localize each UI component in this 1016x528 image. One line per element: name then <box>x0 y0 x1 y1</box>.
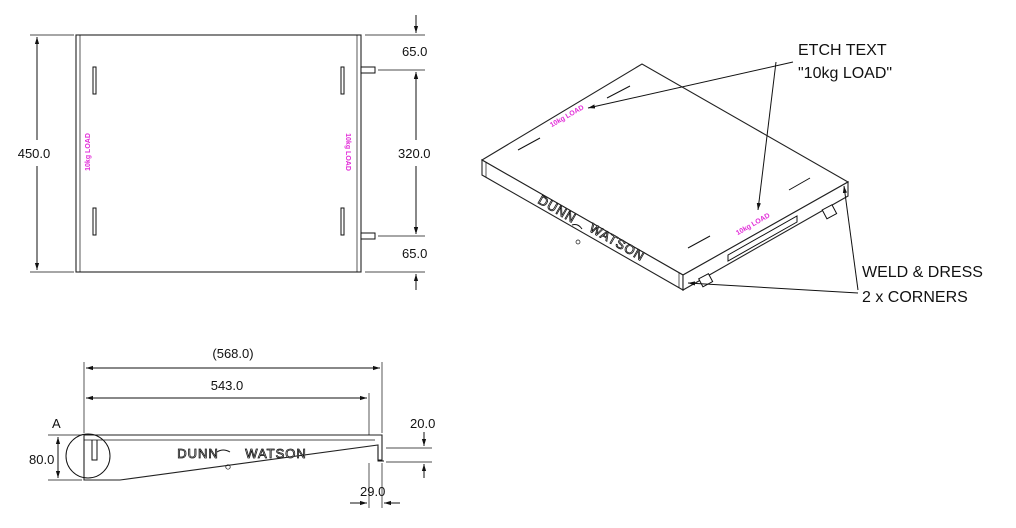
dim-450: 450.0 <box>18 146 51 161</box>
iso-slot-2 <box>606 85 631 99</box>
leader-etch-top <box>587 61 794 109</box>
plan-slot-bl <box>92 207 97 236</box>
iso-brand-swoosh <box>571 224 583 230</box>
plan-pin-top <box>360 66 376 74</box>
side-lip <box>377 447 384 462</box>
plan-slot-br <box>340 207 345 236</box>
side-brand-right: WATSON <box>245 446 307 461</box>
iso-pin-right <box>821 204 838 220</box>
iso-slot-1 <box>517 137 541 151</box>
dim-65-top: 65.0 <box>402 44 427 59</box>
plan-outline <box>75 34 362 273</box>
note-etch-line2: "10kg LOAD" <box>798 65 892 82</box>
dim-543: 543.0 <box>211 378 244 393</box>
iso-top-face <box>480 63 850 276</box>
leader-etch-front <box>756 61 777 211</box>
plan-pin-bottom <box>360 232 376 240</box>
dim-568: (568.0) <box>212 346 253 361</box>
dim-20: 20.0 <box>410 416 435 431</box>
iso-slot-4 <box>788 177 811 191</box>
leader-weld-left <box>687 281 859 294</box>
note-etch-line1: ETCH TEXT <box>798 42 887 59</box>
iso-hole <box>575 239 581 245</box>
plan-etch-right: 10kg LOAD <box>344 133 351 171</box>
iso-handle-slot <box>727 215 798 262</box>
side-view: A DUNN WATSON (568.0) 543.0 80.0 20.0 29… <box>29 346 435 508</box>
iso-view: 10kg LOAD 10kg LOAD DUNN WATSON ETCH TEX… <box>480 42 983 306</box>
side-hook <box>91 440 98 461</box>
side-hole <box>225 464 231 470</box>
plan-view: 10kg LOAD 10kg LOAD 450.0 65.0 320.0 65.… <box>18 15 431 290</box>
plan-slot-tl <box>92 66 97 95</box>
side-brand-left: DUNN <box>177 446 219 461</box>
plan-slot-tr <box>340 66 345 95</box>
dim-29: 29.0 <box>360 484 385 499</box>
plan-etch-left: 10kg LOAD <box>85 133 92 171</box>
side-brand-swoosh <box>216 449 231 453</box>
side-outline <box>83 434 383 481</box>
dim-80: 80.0 <box>29 452 54 467</box>
iso-slot-3 <box>687 235 711 249</box>
detail-label: A <box>52 416 61 431</box>
note-weld-line1: WELD & DRESS <box>862 264 983 281</box>
dim-320: 320.0 <box>398 146 431 161</box>
leader-weld-right <box>842 185 859 291</box>
note-weld-line2: 2 x CORNERS <box>862 289 968 306</box>
detail-circle <box>65 433 111 479</box>
dim-65-bottom: 65.0 <box>402 246 427 261</box>
